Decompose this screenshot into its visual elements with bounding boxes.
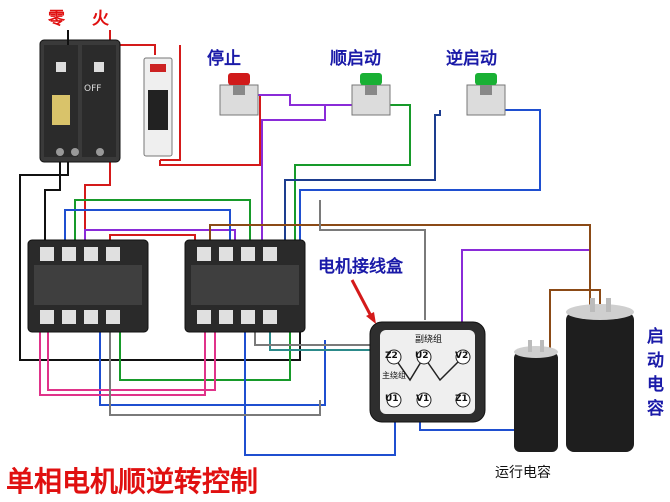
live-wire-2 bbox=[160, 45, 181, 161]
page-title: 单相电机顺逆转控制 bbox=[6, 465, 259, 498]
contactor-reverse bbox=[184, 239, 306, 333]
live-label: 火 bbox=[92, 9, 109, 29]
brown-wire bbox=[209, 224, 591, 310]
green-wire bbox=[294, 104, 411, 250]
neutral-wire bbox=[19, 160, 301, 361]
neutral-label: 零 bbox=[48, 9, 65, 29]
main-winding-label: 主绕组 bbox=[382, 371, 406, 380]
teal-wire bbox=[269, 330, 385, 351]
pink-wire bbox=[47, 330, 216, 391]
reverse-start-button[interactable] bbox=[466, 73, 506, 116]
brown-wire-2 bbox=[549, 289, 601, 350]
circuit-breaker bbox=[39, 30, 121, 163]
breaker-off-label: OFF bbox=[84, 84, 102, 94]
terminal-v1: V1 bbox=[416, 394, 430, 404]
stop-button[interactable] bbox=[219, 73, 259, 116]
mini-breaker bbox=[143, 57, 173, 157]
start-capacitor bbox=[566, 298, 634, 452]
blue-wire bbox=[299, 109, 541, 250]
gray-wire-3 bbox=[319, 200, 426, 320]
gray-wire-2 bbox=[109, 330, 321, 416]
aux-winding-label: 副绕组 bbox=[415, 335, 443, 345]
gray-wire bbox=[254, 330, 381, 360]
terminal-u2: U2 bbox=[415, 351, 429, 361]
terminal-v2: V2 bbox=[455, 351, 469, 361]
run-capacitor-label: 运行电容 bbox=[495, 465, 551, 481]
purple-wire bbox=[258, 94, 352, 106]
reverse-start-label: 逆启动 bbox=[446, 49, 497, 69]
stop-label: 停止 bbox=[207, 49, 241, 69]
blue-wire-4 bbox=[244, 330, 396, 456]
terminal-z2: Z2 bbox=[385, 351, 398, 361]
blue-wire-2 bbox=[64, 209, 231, 250]
junction-box bbox=[369, 321, 486, 423]
navy-wire bbox=[284, 110, 441, 250]
neutral-wire-2 bbox=[44, 160, 61, 250]
live-wire-3 bbox=[84, 160, 111, 250]
terminal-z1: Z1 bbox=[455, 394, 468, 404]
contactor-forward bbox=[27, 239, 149, 333]
live-wire bbox=[109, 30, 156, 55]
forward-start-label: 顺启动 bbox=[330, 49, 381, 69]
start-capacitor-label: 启动电容 bbox=[647, 327, 664, 419]
wires bbox=[19, 30, 601, 456]
terminal-u1: U1 bbox=[385, 394, 399, 404]
forward-start-button[interactable] bbox=[351, 73, 391, 116]
blue-wire-3 bbox=[99, 330, 326, 406]
pointer-arrow bbox=[350, 279, 376, 324]
junction-box-label: 电机接线盒 bbox=[318, 257, 403, 277]
run-capacitor bbox=[514, 340, 558, 452]
purple-wire-2 bbox=[261, 104, 352, 250]
